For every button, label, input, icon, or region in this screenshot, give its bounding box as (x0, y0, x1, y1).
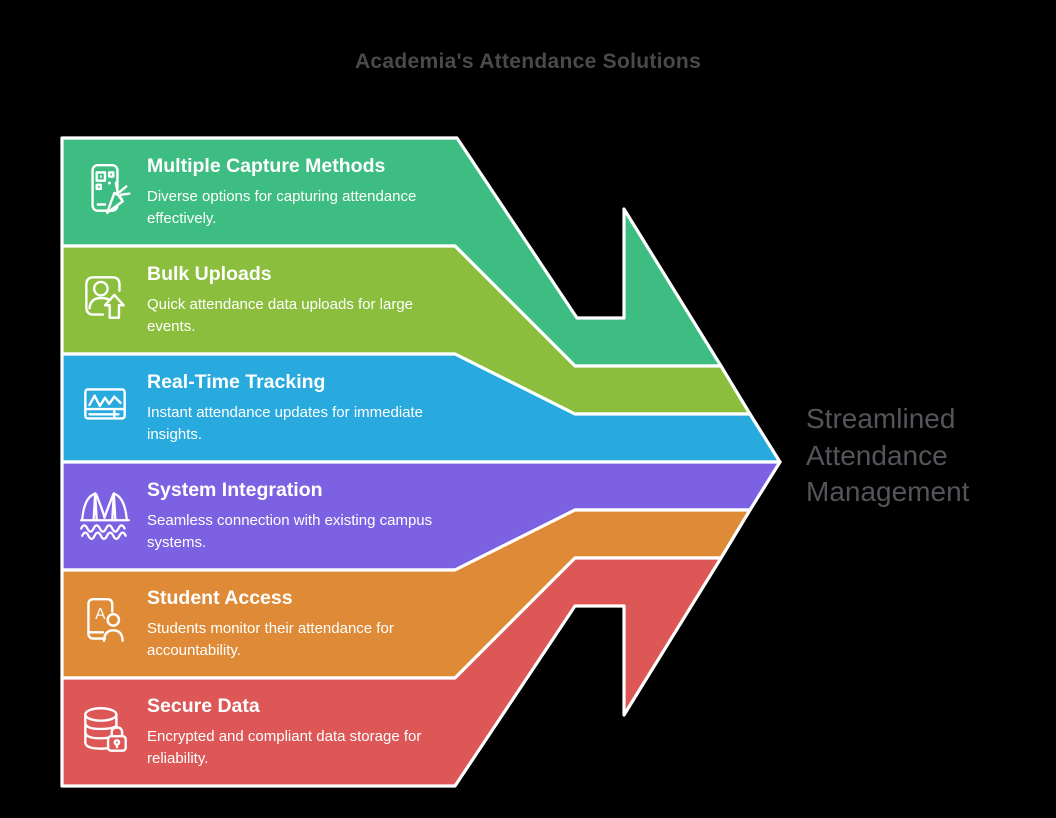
realtime-chart-icon (84, 388, 126, 420)
band-description: Diverse options for capturing attendance… (147, 188, 417, 227)
band-title: Student Access (147, 587, 293, 609)
qr-scan-phone-carrot-icon (91, 163, 131, 214)
band-item-real-time-tracking: Real-Time Tracking Instant attendance up… (76, 368, 456, 446)
band-description: Quick attendance data uploads for large … (147, 296, 414, 335)
result-label: Streamlined Attendance Management (806, 403, 970, 507)
band-title: Real-Time Tracking (147, 371, 326, 393)
band-6-shape (60, 556, 723, 788)
band-title: Bulk Uploads (147, 263, 272, 285)
person-upload-icon (85, 276, 125, 319)
page-title: Academia's Attendance Solutions (354, 50, 702, 73)
id-card-person-icon: A (87, 598, 124, 642)
band-item-multiple-capture-methods: Multiple Capture Methods Diverse options… (76, 152, 456, 230)
band-item-student-access: A Student Access Students monitor their … (76, 584, 456, 662)
band-title: Multiple Capture Methods (147, 155, 386, 177)
icon-letter: A (95, 606, 106, 623)
band-title: Secure Data (147, 695, 260, 717)
band-item-secure-data: Secure Data Encrypted and compliant data… (76, 692, 456, 770)
band-title: System Integration (147, 479, 323, 501)
band-description: Students monitor their attendance for ac… (147, 620, 394, 659)
band-description: Seamless connection with existing campus… (147, 512, 433, 551)
band-description: Instant attendance updates for immediate… (147, 404, 424, 443)
band-item-system-integration: System Integration Seamless connection w… (76, 476, 456, 554)
database-lock-icon (84, 707, 127, 752)
band-description: Encrypted and compliant data storage for… (147, 728, 422, 767)
bridge-icon (80, 492, 130, 540)
band-item-bulk-uploads: Bulk Uploads Quick attendance data uploa… (76, 260, 456, 338)
